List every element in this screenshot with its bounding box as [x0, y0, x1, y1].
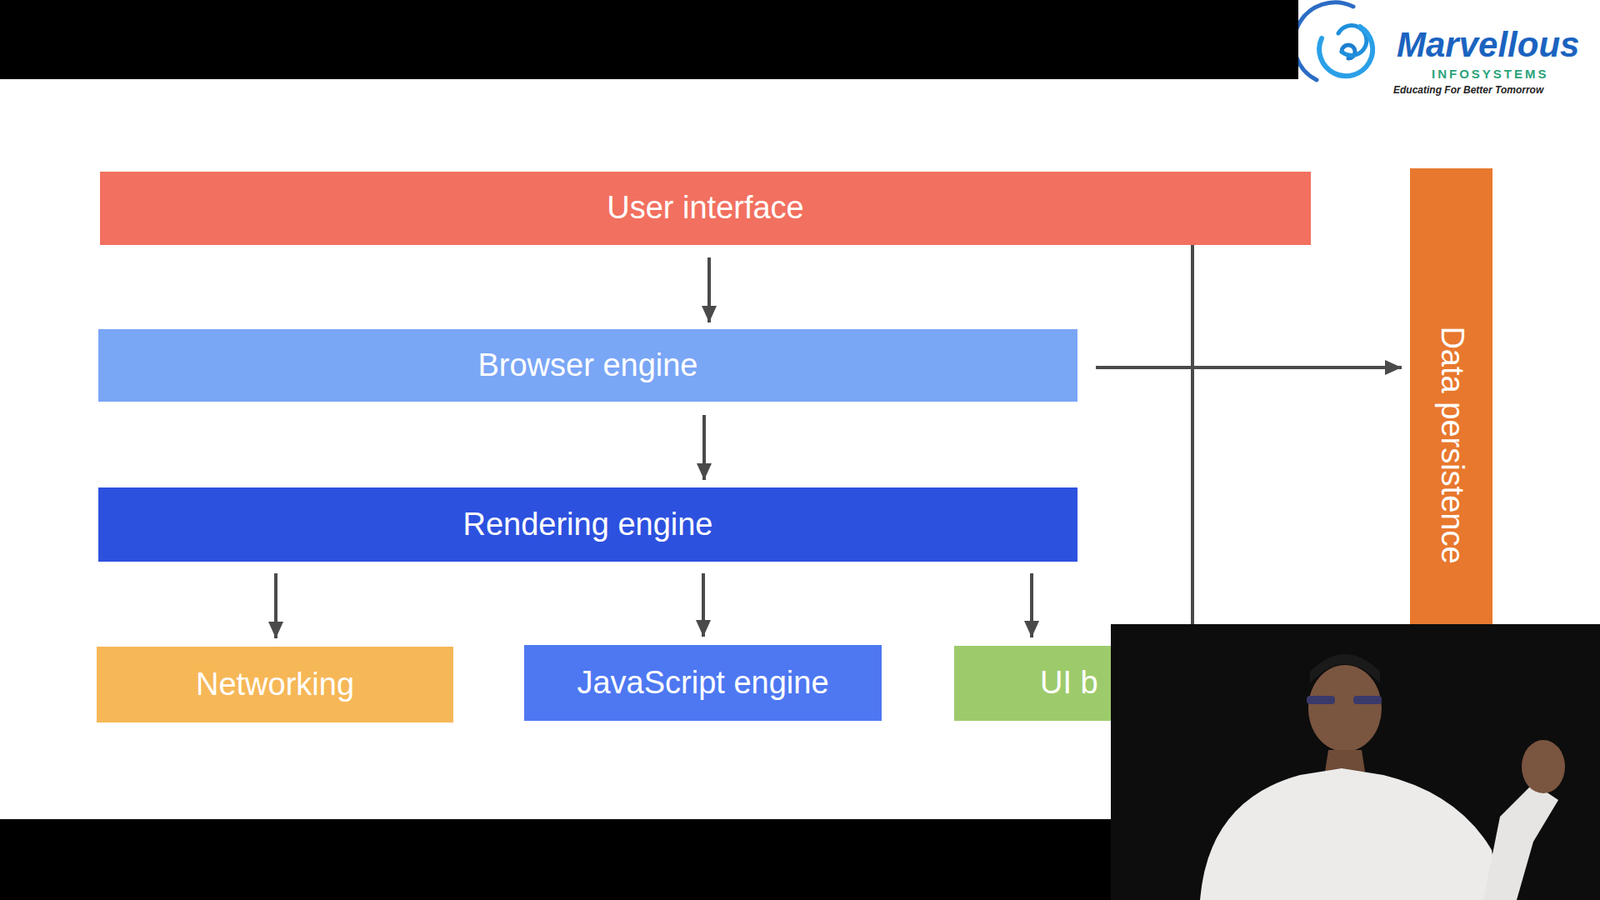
- logo-text: Marvellous: [1396, 25, 1580, 65]
- storage-band: Data persistence: [1410, 168, 1493, 685]
- connector-arrow: [1095, 365, 1402, 370]
- connector-arrow: [702, 415, 706, 480]
- connector-arrow: [707, 257, 711, 323]
- layer-box: User interface: [100, 171, 1311, 245]
- connector-arrow: [701, 573, 705, 637]
- connector-arrow: [274, 573, 278, 639]
- node-label: Networking: [195, 667, 355, 703]
- layer-box: Rendering engine: [98, 487, 1078, 562]
- component-box: UI b: [954, 645, 1205, 721]
- component-box: Networking: [96, 646, 454, 723]
- logo-text: Educating For Better Tomorrow: [1393, 84, 1544, 96]
- node-label: Data persistence: [1434, 325, 1470, 564]
- node-label: User interface: [606, 190, 805, 226]
- logo-text: INFOSYSTEMS: [1431, 66, 1550, 81]
- component-box: JavaScript engine: [524, 645, 882, 721]
- connector-arrow: [1030, 573, 1034, 638]
- node-label: UI b: [1040, 665, 1099, 701]
- layer-box: Browser engine: [98, 329, 1078, 402]
- node-label: Browser engine: [477, 348, 698, 384]
- node-label: JavaScript engine: [576, 665, 829, 701]
- connector-arrow: [1192, 245, 1205, 700]
- node-label: Rendering engine: [462, 507, 713, 543]
